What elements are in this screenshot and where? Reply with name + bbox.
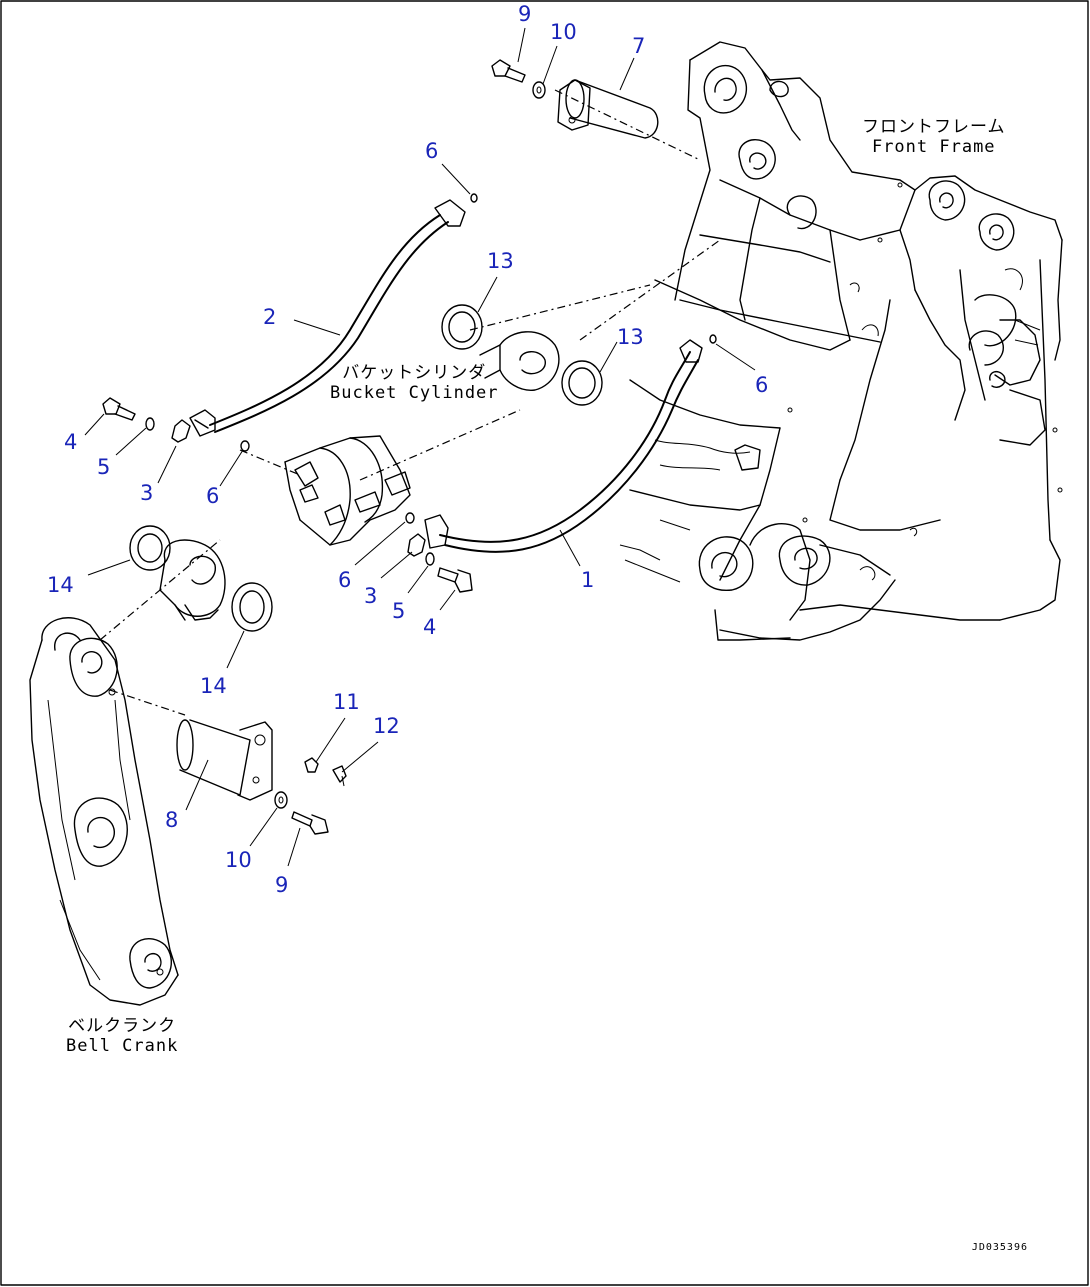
bucket-cylinder-label-en: Bucket Cylinder xyxy=(330,383,499,404)
callout-7: 7 xyxy=(632,34,646,58)
callout-11: 11 xyxy=(333,690,360,714)
bucket-cylinder-label-jp: バケットシリンダ xyxy=(342,363,487,383)
callout-4: 4 xyxy=(423,615,437,639)
callout-5: 5 xyxy=(97,455,111,479)
leader-lines xyxy=(84,27,756,867)
callout-10: 10 xyxy=(550,20,577,44)
callout-6: 6 xyxy=(206,484,220,508)
front-frame-label-en: Front Frame xyxy=(871,137,996,158)
bucket-cylinder-drawing xyxy=(99,89,721,716)
callout-6: 6 xyxy=(338,568,352,592)
callout-3: 3 xyxy=(140,481,154,505)
callout-13: 13 xyxy=(487,249,514,273)
callout-6: 6 xyxy=(755,373,769,397)
callout-5: 5 xyxy=(392,599,406,623)
front-frame-label-jp: フロントフレーム xyxy=(862,117,1006,137)
callout-6: 6 xyxy=(425,139,439,163)
drawing-code: JD035396 xyxy=(971,1242,1028,1253)
hose-1-drawing xyxy=(424,339,703,553)
front-frame-label: フロントフレーム Front Frame xyxy=(862,117,1006,158)
callout-12: 12 xyxy=(373,714,400,738)
callout-13: 13 xyxy=(617,325,644,349)
bucket-cylinder-label: バケットシリンダ Bucket Cylinder xyxy=(330,363,499,404)
callout-14: 14 xyxy=(47,573,74,597)
bell-crank-label-en: Bell Crank xyxy=(66,1036,179,1057)
callout-3: 3 xyxy=(364,584,378,608)
callout-9: 9 xyxy=(518,2,532,26)
small-parts-drawing xyxy=(102,59,717,835)
bell-crank-drawing xyxy=(29,617,179,1006)
callout-4: 4 xyxy=(64,430,78,454)
bell-crank-label-jp: ベルクランク xyxy=(68,1016,177,1036)
callout-8: 8 xyxy=(165,808,179,832)
callout-2: 2 xyxy=(263,305,277,329)
callout-10: 10 xyxy=(225,848,252,872)
bell-crank-label: ベルクランク Bell Crank xyxy=(66,1016,178,1057)
callout-14: 14 xyxy=(200,674,227,698)
callout-9: 9 xyxy=(275,873,289,897)
front-frame-drawing xyxy=(619,41,1063,641)
callout-1: 1 xyxy=(581,568,595,592)
hose-2-drawing xyxy=(189,199,466,437)
